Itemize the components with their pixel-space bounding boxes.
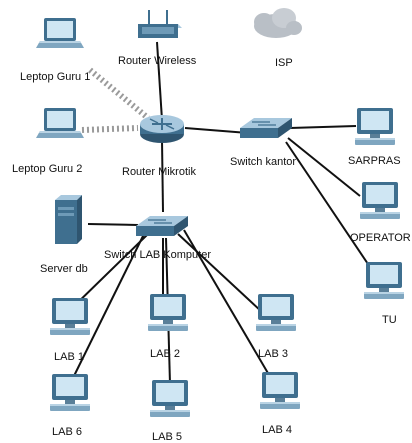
label-lab4: LAB 4 [262, 424, 292, 436]
label-server-db: Server db [40, 263, 88, 275]
label-lab3: LAB 3 [258, 348, 288, 360]
label-operator: OPERATOR [350, 232, 411, 244]
pc-icon[interactable] [360, 182, 400, 219]
cloud-icon[interactable] [254, 8, 302, 38]
pc-icon[interactable] [256, 294, 296, 331]
link-kantor-sarpras [289, 125, 357, 129]
links [67, 41, 373, 385]
pc-icon[interactable] [50, 298, 90, 335]
pc-icon[interactable] [50, 374, 90, 411]
label-leptop-guru-2: Leptop Guru 2 [12, 163, 82, 175]
label-switch-lab-komputer: Switch LAB Komputer [104, 249, 211, 261]
switch-icon[interactable] [239, 117, 293, 139]
label-leptop-guru-1: Leptop Guru 1 [20, 71, 90, 83]
router-icon[interactable] [139, 114, 185, 144]
link-mikrotik-switch-kantor [184, 127, 249, 134]
pc-icon[interactable] [150, 380, 190, 417]
label-switch-kantor: Switch kantor [230, 156, 296, 168]
link-wireless-mikrotik [156, 41, 163, 121]
switch-icon[interactable] [135, 215, 189, 237]
link-lab-lab6 [71, 233, 145, 381]
label-lab5: LAB 5 [152, 431, 182, 443]
label-lab6: LAB 6 [52, 426, 82, 438]
label-tu: TU [382, 314, 397, 326]
wireless-link-guru1 [88, 67, 150, 121]
wireless-router-icon[interactable] [138, 10, 182, 38]
pc-icon[interactable] [260, 372, 300, 409]
link-kantor-tu [285, 141, 373, 271]
label-isp: ISP [275, 57, 293, 69]
label-sarpras: SARPRAS [348, 155, 401, 167]
label-lab2: LAB 2 [150, 348, 180, 360]
link-lab-lab3 [177, 233, 263, 313]
link-kantor-operator [287, 137, 361, 197]
laptop-icon[interactable] [36, 18, 84, 48]
label-lab1: LAB 1 [54, 351, 84, 363]
label-router-mikrotik: Router Mikrotik [122, 166, 196, 178]
link-lab-lab4 [183, 229, 273, 381]
pc-icon[interactable] [355, 108, 395, 145]
server-icon[interactable] [55, 195, 82, 244]
laptop-icon[interactable] [36, 108, 84, 138]
wireless-link-guru2 [81, 125, 139, 133]
pc-icon[interactable] [364, 262, 404, 299]
link-lab-server [87, 223, 139, 226]
link-mikrotik-switch-lab [161, 139, 164, 213]
label-router-wireless: Router Wireless [118, 55, 197, 67]
pc-icon[interactable] [148, 294, 188, 331]
wireless-links [81, 67, 150, 133]
